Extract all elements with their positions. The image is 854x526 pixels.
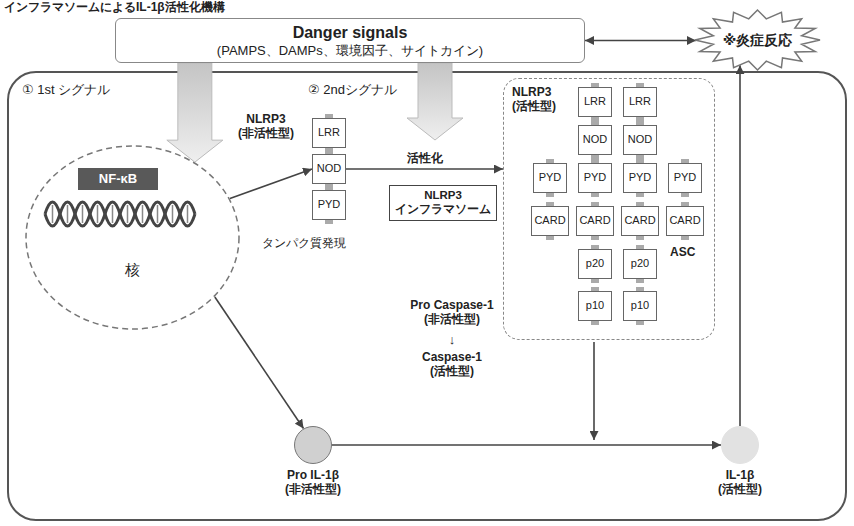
domain-name: LRR — [584, 95, 606, 108]
domain-box: PYD — [533, 163, 567, 193]
domain-name: p10 — [631, 299, 649, 312]
domain-name: PYD — [539, 171, 562, 184]
domain-box: p20 — [623, 249, 657, 279]
domain-name: CARD — [669, 214, 700, 227]
nucleus-membrane — [26, 146, 239, 329]
node-text: (PAMPS、DAMPs、環境因子、サイトカイン) — [217, 43, 483, 59]
domain-box: PYD — [578, 163, 612, 193]
transcription-factor-box: NF-κB — [78, 168, 158, 190]
arrow-glyph: ↓ — [449, 332, 456, 348]
node-text: ※炎症反応 — [723, 32, 793, 49]
domain-box: LRR — [623, 87, 657, 117]
domain-box: NOD — [623, 125, 657, 155]
domain-box: p10 — [623, 291, 657, 321]
connector-arrow — [585, 40, 696, 42]
diagram-title: インフラマソームによるIL-1β活性化機構 — [4, 0, 225, 14]
connector-arrow — [230, 169, 312, 198]
domain-name: CARD — [534, 214, 565, 227]
cytokine-circle: Pro IL-1β (非活性型) — [294, 426, 332, 464]
domain-box: NOD — [312, 154, 346, 184]
cytokine-circle: IL-1β (活性型) — [721, 426, 759, 464]
domain-name: CARD — [624, 214, 655, 227]
dna-strand — [45, 202, 195, 226]
domain-name: PYD — [318, 198, 341, 211]
domain-box: NOD — [578, 125, 612, 155]
node-text: NLRP3 インフラマソーム — [395, 189, 491, 217]
cell-membrane — [8, 72, 846, 520]
connector-arrow — [346, 168, 503, 170]
domain-name: NOD — [583, 133, 607, 146]
domain-name: p10 — [586, 299, 604, 312]
nucleus-outline: NF-κB 核 — [25, 145, 240, 330]
node-text: IL-1β (活性型) — [718, 468, 762, 497]
enzyme-label: Pro Caspase-1 (非活性型) — [396, 298, 508, 327]
domain-name: p20 — [586, 257, 604, 270]
signal-box: Danger signals(PAMPS、DAMPs、環境因子、サイトカイン) — [115, 18, 585, 63]
starburst-callout: ※炎症反応 — [695, 10, 820, 70]
domain-name: CARD — [579, 214, 610, 227]
connector-arrow — [332, 444, 721, 446]
node-text: Pro IL-1β (非活性型) — [285, 468, 341, 497]
domain-name: NOD — [628, 133, 652, 146]
connector-arrow — [739, 65, 741, 426]
process-label: タンパク質発現 — [262, 236, 346, 250]
domain-box: PYD — [312, 190, 346, 220]
domain-name: p20 — [631, 257, 649, 270]
domain-name: PYD — [674, 171, 697, 184]
connector-arrow — [215, 297, 304, 429]
signal-block-arrow — [407, 63, 463, 140]
node-text: Danger signals — [293, 23, 408, 42]
domain-box: LRR — [578, 87, 612, 117]
node-text: NLRP3 (活性型) — [512, 85, 556, 114]
node-text: 核 — [25, 261, 240, 279]
protein-label: NLRP3 (非活性型) — [238, 112, 294, 141]
domain-name: NOD — [317, 162, 341, 175]
signal-block-arrow — [167, 63, 223, 162]
node-text: NF-κB — [99, 171, 137, 187]
domain-box: PYD — [623, 163, 657, 193]
domain-box: p20 — [578, 249, 612, 279]
edge-label: 活性化 — [405, 151, 445, 165]
domain-box: p10 — [578, 291, 612, 321]
starburst-shape — [695, 10, 820, 70]
domain-name: PYD — [629, 171, 652, 184]
domain-name: PYD — [584, 171, 607, 184]
node-text: ASC — [670, 245, 695, 259]
signal-label: ② 2ndシグナル — [308, 82, 397, 98]
domain-box: CARD — [621, 206, 659, 236]
dna-rungs — [53, 205, 188, 223]
dna-strand — [45, 202, 195, 226]
domain-box: CARD — [576, 206, 614, 236]
domain-name: LRR — [629, 95, 651, 108]
signal-label: ① 1st シグナル — [22, 82, 110, 98]
enzyme-label: Caspase-1 (活性型) — [407, 350, 497, 379]
inflammasome-region: PYD CARD LRR NOD PYD CARD p20 p10 LRR NOD PYD CARD p… — [503, 78, 715, 340]
caspase-arrow — [593, 342, 595, 440]
domain-box: LRR — [312, 118, 346, 148]
domain-name: LRR — [318, 126, 340, 139]
label-box: NLRP3 インフラマソーム — [389, 185, 497, 221]
domain-box: PYD — [668, 163, 702, 193]
domain-box: CARD — [531, 206, 569, 236]
domain-box: CARD — [666, 206, 704, 236]
